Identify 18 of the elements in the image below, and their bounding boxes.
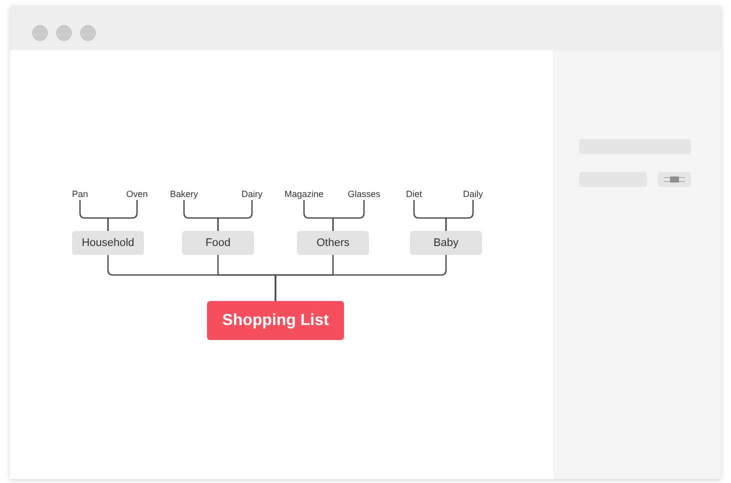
item-label: Diet [406,189,422,200]
connector-line [445,200,474,231]
category-box: Food [182,231,254,255]
connector-line [274,255,447,301]
connector-line [107,200,138,231]
connector-line [332,200,365,231]
category-box: Household [72,231,144,255]
connector-line [217,200,253,231]
category-box: Baby [410,231,482,255]
root-box: Shopping List [207,301,344,340]
item-label: Dairy [242,189,262,200]
item-label: Glasses [348,189,380,200]
item-label: Oven [126,189,148,200]
category-box: Others [297,231,369,255]
item-label: Pan [72,189,88,200]
item-label: Daily [463,189,483,200]
item-label: Magazine [284,189,324,200]
item-label: Bakery [170,189,198,200]
